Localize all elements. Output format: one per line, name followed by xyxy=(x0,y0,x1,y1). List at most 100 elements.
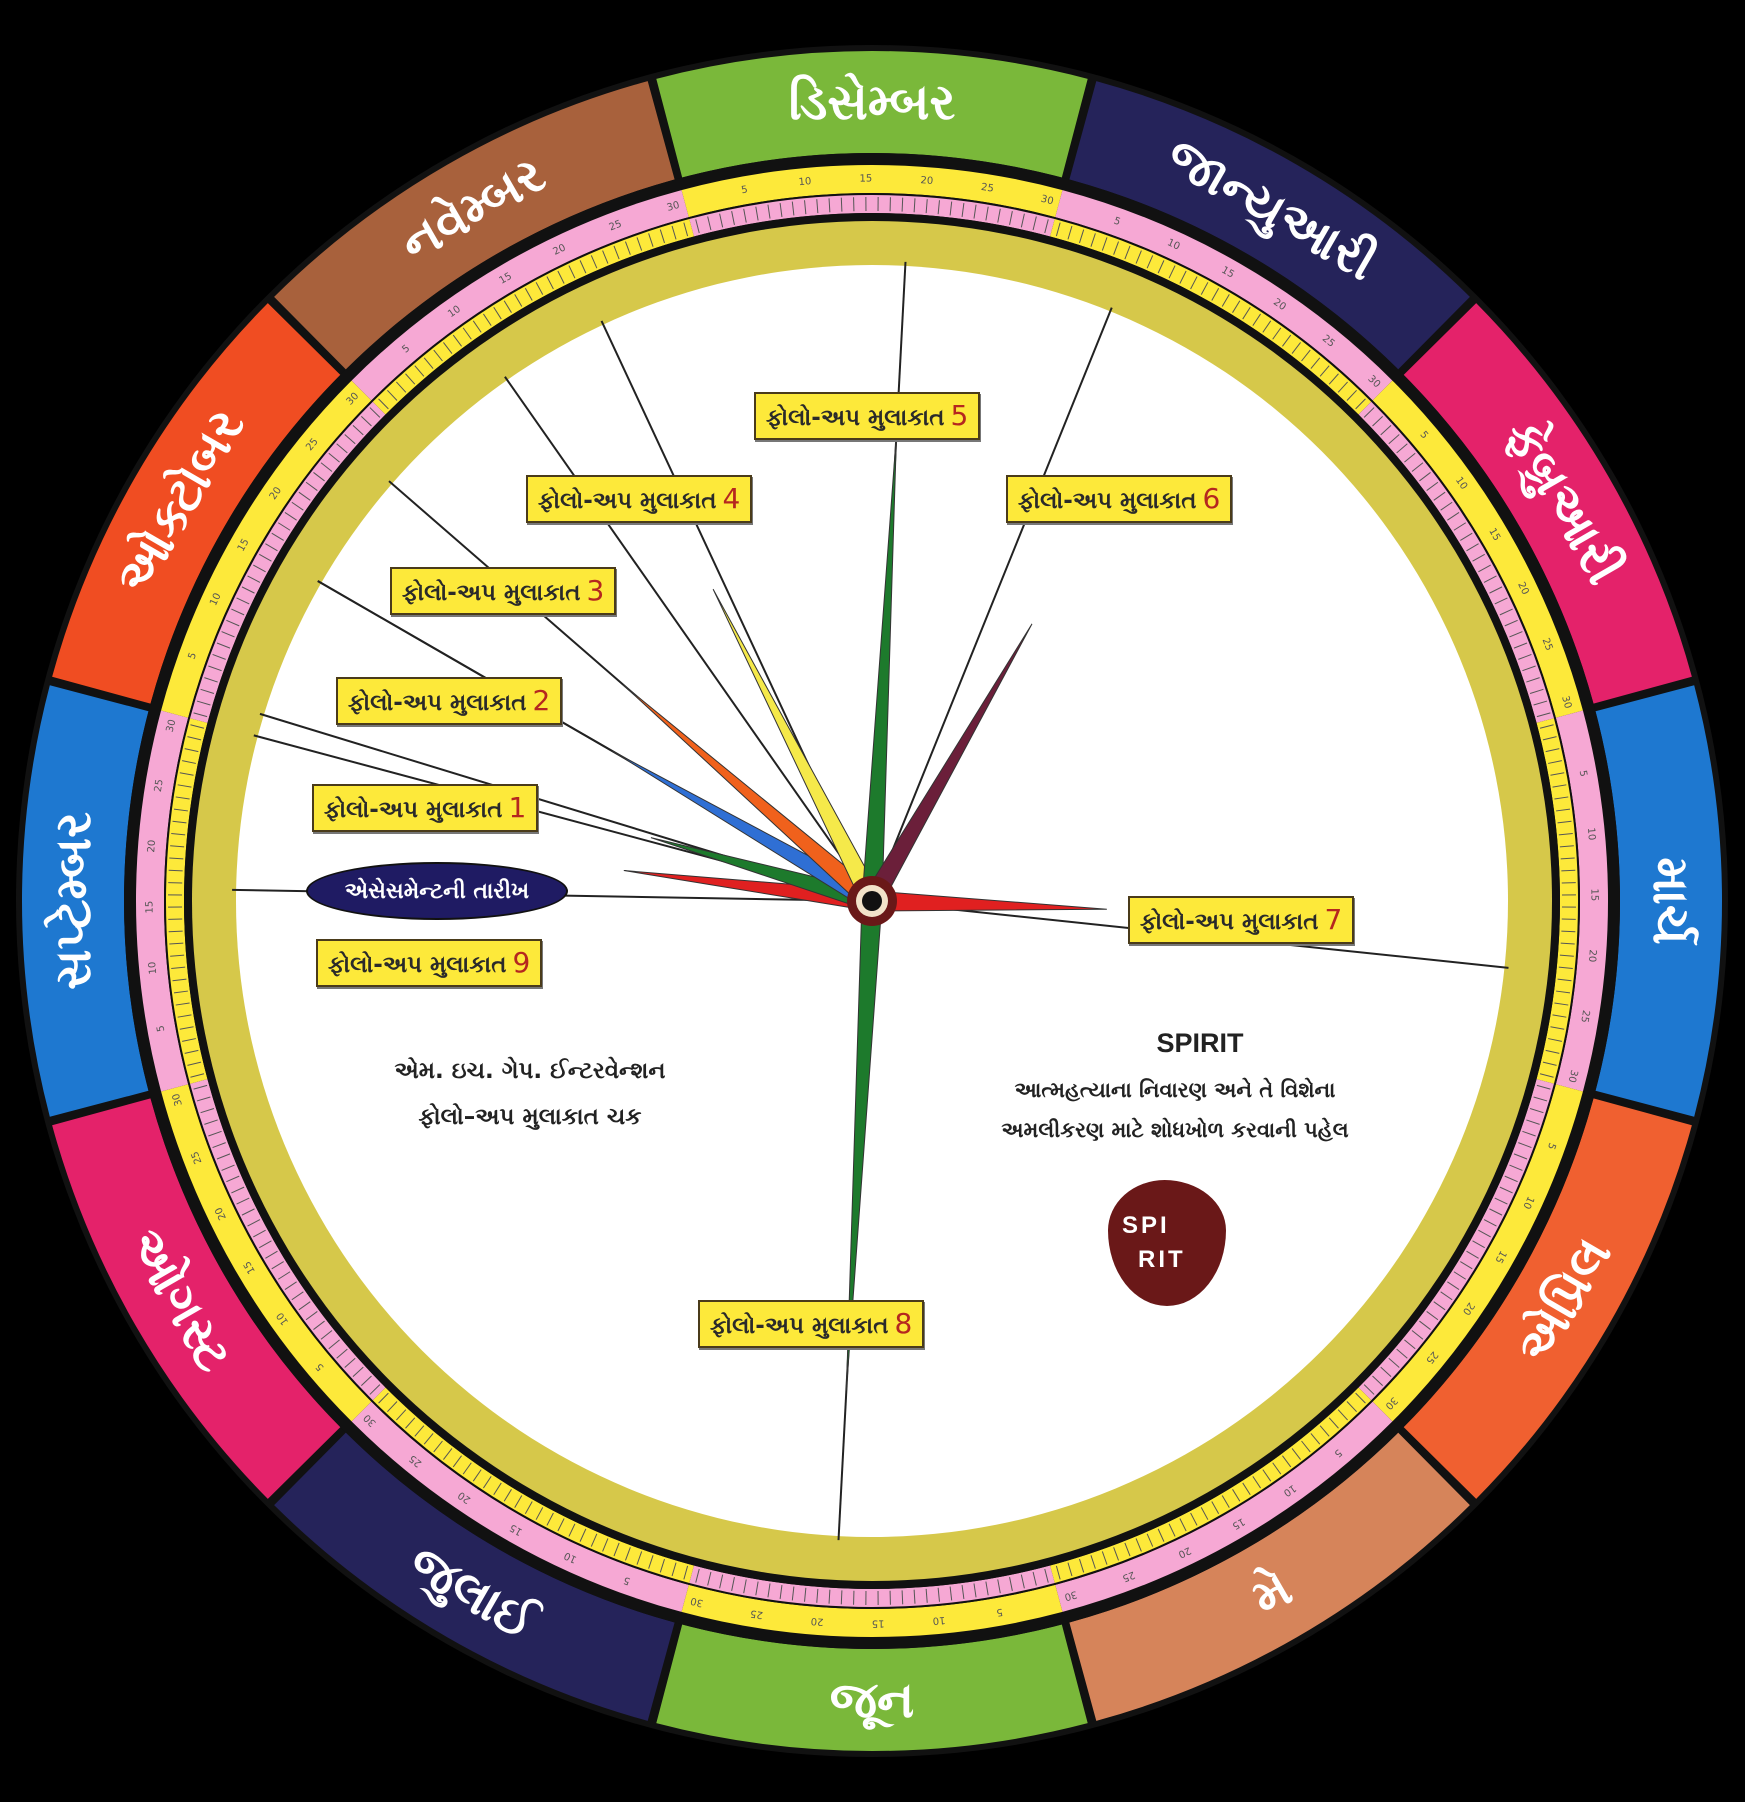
month-sector xyxy=(21,685,149,1117)
day-number: 20 xyxy=(1586,949,1598,963)
day-number: 20 xyxy=(551,242,567,257)
day-number: 5 xyxy=(155,1024,167,1032)
followup-number: 1 xyxy=(508,791,527,824)
day-number: 10 xyxy=(1165,237,1181,252)
day-band xyxy=(1055,1401,1393,1612)
tick-band xyxy=(372,1387,694,1583)
followup-label-text: ફોલો-અપ મુલાકાત xyxy=(1140,909,1319,935)
day-number: 5 xyxy=(1577,770,1589,778)
month-sector xyxy=(274,1432,675,1721)
day-number: 30 xyxy=(666,200,681,214)
day-number: 30 xyxy=(689,1595,704,1609)
month-sector xyxy=(1069,81,1470,370)
day-number: 15 xyxy=(236,537,252,554)
logo-text-bottom: RIT xyxy=(1138,1246,1186,1273)
followup-label-text: ફોલો-અપ મુલાકાત xyxy=(538,488,717,514)
day-number: 25 xyxy=(1540,637,1555,653)
month-label: ડિસેમ્બર xyxy=(789,72,956,131)
month-sector xyxy=(1595,685,1723,1117)
day-number: 20 xyxy=(920,175,934,187)
tick-band xyxy=(190,401,386,723)
followup-label-text: ફોલો-અપ મુલાકાત xyxy=(766,405,945,431)
day-number: 25 xyxy=(1121,1569,1137,1584)
day-number: 30 xyxy=(1063,1588,1078,1602)
day-number: 5 xyxy=(1545,1141,1558,1151)
month-sector xyxy=(1403,1098,1692,1499)
day-number: 30 xyxy=(1559,695,1573,710)
day-number: 15 xyxy=(1588,888,1599,901)
day-band xyxy=(1372,1084,1583,1422)
followup-number: 5 xyxy=(950,399,969,432)
followup-number: 6 xyxy=(1202,482,1221,515)
followup-label-text: ફોલો-અપ મુલાકાત xyxy=(402,580,581,606)
followup-label-text: ફોલો-અપ મુલાકાત xyxy=(328,952,507,978)
day-number: 15 xyxy=(508,1521,525,1537)
day-number: 25 xyxy=(608,219,624,234)
followup-label-text: ફોલો-અપ મુલાકાત xyxy=(1018,488,1197,514)
month-sector xyxy=(1069,1432,1470,1721)
day-number: 10 xyxy=(1585,827,1597,841)
day-number: 15 xyxy=(1492,1248,1508,1265)
day-number: 10 xyxy=(562,1549,578,1564)
tick-band xyxy=(1050,219,1372,415)
day-number: 5 xyxy=(187,651,200,661)
tick-band xyxy=(1358,1079,1554,1401)
day-number: 25 xyxy=(749,1607,763,1620)
month-sector xyxy=(52,303,341,704)
month-sector xyxy=(656,1624,1088,1752)
day-number: 5 xyxy=(741,184,749,196)
followup-number: 9 xyxy=(512,946,531,979)
assessment-date-label: એસેસમેન્ટની તારીખ xyxy=(306,862,568,920)
day-number: 15 xyxy=(859,173,872,184)
day-number: 15 xyxy=(872,1617,885,1628)
day-band xyxy=(1555,710,1608,1092)
day-band xyxy=(681,1584,1063,1638)
day-number: 5 xyxy=(314,1361,327,1373)
month-sector xyxy=(274,81,675,370)
pointer-line xyxy=(504,376,850,869)
day-number: 5 xyxy=(1332,1447,1344,1460)
tick-band xyxy=(372,219,694,415)
day-band xyxy=(351,190,689,401)
org-description: આત્મહત્યાના નિવારણ અને તે વિશેના અમલીકરણ… xyxy=(930,1070,1420,1150)
day-number: 5 xyxy=(400,343,412,356)
wheel-title: એમ. ઇચ. ગેપ. ઈન્ટરવેન્શન ફોલો–અપ મુલાકાત… xyxy=(320,1048,740,1140)
day-number: 20 xyxy=(1176,1544,1192,1559)
tick-marks xyxy=(168,197,1576,1605)
org-description-line1: આત્મહત્યાના નિવારણ અને તે વિશેના xyxy=(1014,1078,1336,1102)
pointer-line xyxy=(886,307,1113,865)
day-number: 30 xyxy=(165,718,179,733)
day-number: 30 xyxy=(1040,194,1055,208)
day-number: 20 xyxy=(810,1615,824,1627)
followup-number: 2 xyxy=(532,684,551,717)
month-sector xyxy=(656,51,1088,178)
day-band xyxy=(161,1084,372,1422)
wheel-title-line2: ફોલો–અપ મુલાકાત ચક xyxy=(418,1104,642,1130)
day-number: 10 xyxy=(932,1614,946,1626)
tick-band xyxy=(190,1079,386,1401)
day-number: 25 xyxy=(1578,1009,1591,1023)
day-number: 20 xyxy=(213,1205,228,1221)
day-band xyxy=(135,710,189,1092)
dial-hands xyxy=(232,261,1509,1541)
tick-band xyxy=(1050,1387,1372,1583)
day-number: 20 xyxy=(146,839,158,853)
center-pin-hole xyxy=(862,891,882,911)
day-band xyxy=(1055,190,1393,401)
wheel-title-line1: એમ. ઇચ. ગેપ. ઈન્ટરવેન્શન xyxy=(394,1058,666,1084)
followup-number: 3 xyxy=(586,574,605,607)
spirit-logo: SPI RIT xyxy=(1108,1180,1226,1306)
followup-number: 8 xyxy=(894,1307,913,1340)
followup-number: 4 xyxy=(722,482,741,515)
followup-label-text: ફોલો-અપ મુલાકાત xyxy=(324,797,503,823)
month-sector xyxy=(52,1098,341,1499)
day-number: 15 xyxy=(144,901,155,914)
month-label: માર્ચ xyxy=(1642,857,1700,946)
